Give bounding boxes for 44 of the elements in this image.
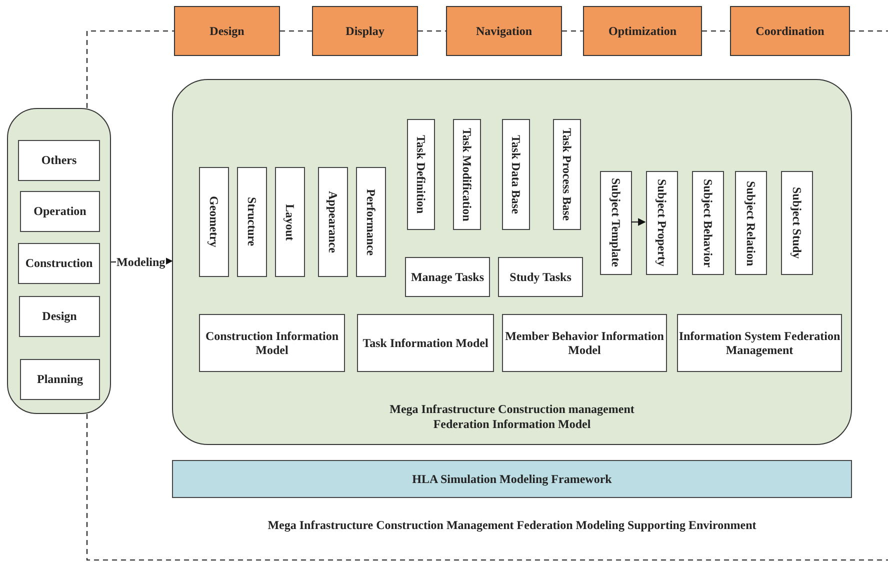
- label-box: Task Information Model: [357, 314, 494, 372]
- panel-title: Mega Infrastructure Construction management Federation Information Model: [388, 402, 636, 432]
- vertical-label-box: Subject Template: [600, 171, 632, 275]
- function-box: Design: [174, 6, 280, 56]
- function-box: Coordination: [730, 6, 850, 56]
- vertical-label-box: Subject Property: [646, 171, 678, 275]
- function-box: Display: [312, 6, 418, 56]
- phase-panel: [7, 108, 111, 414]
- connector-line: [86, 30, 174, 108]
- vertical-label-box: Task Process Base: [553, 119, 581, 230]
- function-box: Optimization: [583, 6, 702, 56]
- vertical-label-box: Task Definition: [407, 119, 435, 230]
- connector-line: [418, 30, 446, 32]
- vertical-label-box: Layout: [275, 167, 305, 277]
- connector-line: [702, 30, 730, 32]
- label-box: Design: [19, 296, 100, 337]
- vertical-label-box: Structure: [237, 167, 267, 277]
- vertical-label-box: Subject Study: [781, 171, 813, 275]
- label-box: Member Behavior Information Model: [502, 314, 667, 372]
- vertical-label-box: Subject Behavior: [692, 171, 724, 275]
- edge-label: Modeling: [116, 254, 166, 270]
- vertical-label-box: Subject Relation: [735, 171, 767, 275]
- vertical-label-box: Task Data Base: [502, 119, 530, 230]
- vertical-label-box: Appearance: [318, 167, 348, 277]
- label-box: Operation: [20, 191, 100, 232]
- label-box: Construction: [18, 243, 100, 284]
- vertical-label-box: Task Modification: [453, 119, 481, 230]
- label-box: Construction Information Model: [199, 314, 345, 372]
- connector-line: [562, 30, 583, 32]
- vertical-label-box: Performance: [356, 167, 386, 277]
- label-box: Planning: [20, 359, 100, 400]
- framework-bar: HLA Simulation Modeling Framework: [172, 460, 852, 498]
- function-box: Navigation: [446, 6, 562, 56]
- vertical-label-box: Geometry: [199, 167, 229, 277]
- arrow: [631, 218, 646, 226]
- connector-line: [280, 30, 312, 32]
- label-box: Others: [18, 140, 100, 181]
- label-box: Manage Tasks: [405, 257, 490, 297]
- label-box: Study Tasks: [498, 257, 583, 297]
- connector-line: [850, 30, 888, 32]
- federation-model-panel: [172, 79, 852, 445]
- connector-line: [86, 414, 888, 561]
- caption-text: Mega Infrastructure Construction Management Federation Modeling Supporting Environment: [266, 518, 758, 533]
- label-box: Information System Federation Management: [677, 314, 842, 372]
